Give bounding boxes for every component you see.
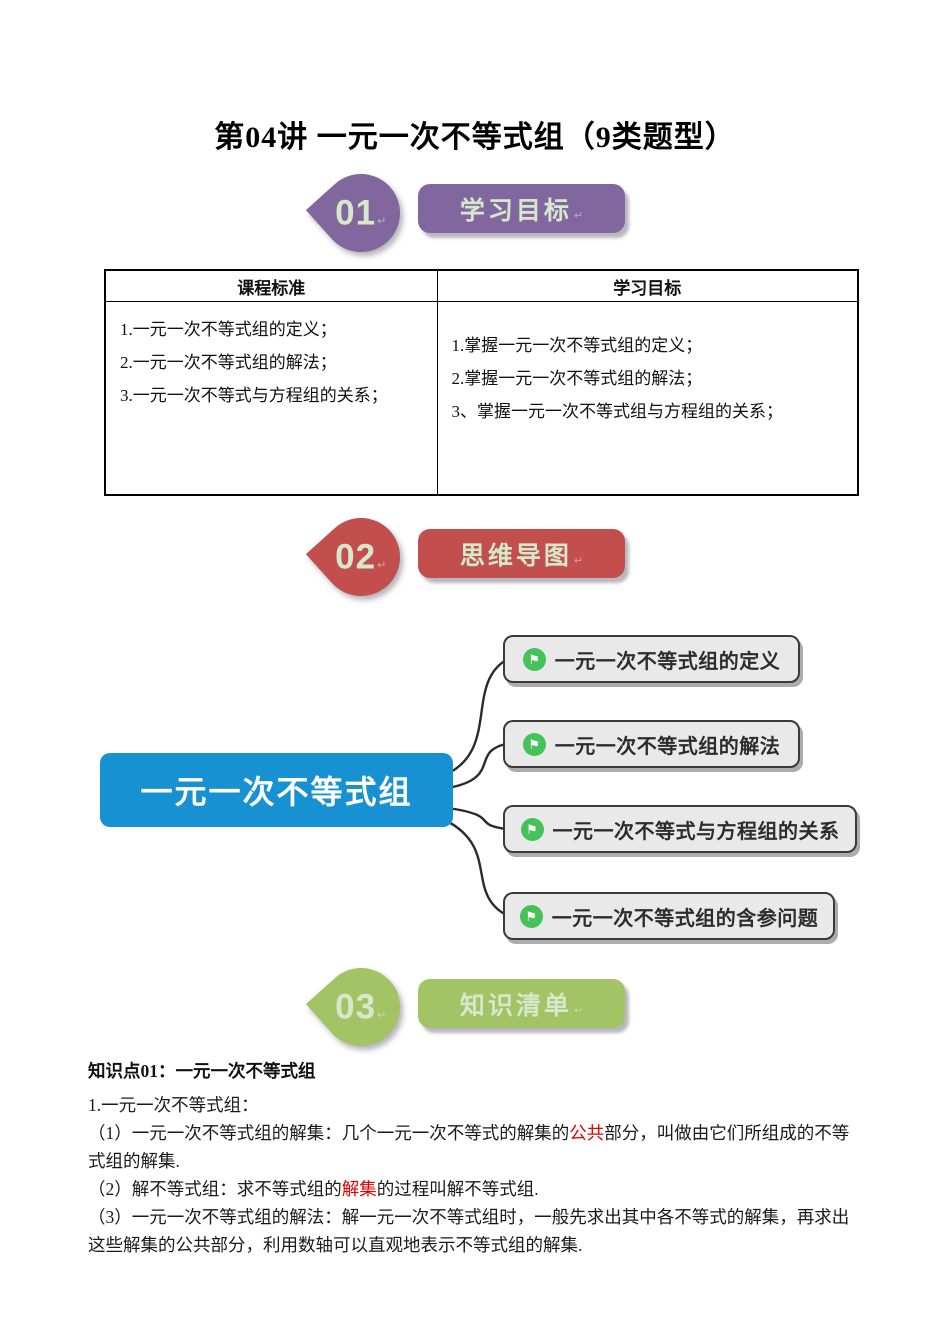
table-item: 3、掌握一元一次不等式组与方程组的关系； (451, 402, 784, 421)
table-item: 1.掌握一元一次不等式组的定义； (451, 336, 703, 355)
mindmap-branch-label: 一元一次不等式组的含参问题 (551, 907, 819, 930)
return-mark: ↵ (573, 210, 584, 222)
section-number-badge: 03 ↵ (305, 951, 417, 1063)
section-title-label: 思维导图 (459, 541, 572, 570)
section-number-badge: 02 ↵ (305, 501, 417, 613)
table-item: 2.掌握一元一次不等式组的解法； (451, 369, 703, 388)
return-mark: ↵ (377, 215, 387, 227)
section-title-pill: 思维导图 ↵ (418, 529, 625, 578)
mindmap-branch-label: 一元一次不等式组的定义 (554, 650, 781, 673)
flag-icon: ⚑ (522, 732, 546, 756)
table-item: 1.一元一次不等式组的定义； (120, 320, 337, 339)
mindmap-branch-label: 一元一次不等式与方程组的关系 (552, 820, 840, 843)
knowledge-paragraph: （3）一元一次不等式组的解法：解一元一次不等式组时，一般先求出其中各不等式的解集… (88, 1203, 864, 1259)
learning-goals-cell: 1.掌握一元一次不等式组的定义； 2.掌握一元一次不等式组的解法； 3、掌握一元一次… (436, 301, 859, 496)
mindmap-branch-node: ⚑ 一元一次不等式组的定义 (503, 635, 800, 683)
table-item: 2.一元一次不等式组的解法； (120, 353, 337, 372)
knowledge-heading: 知识点01：一元一次不等式组 (88, 1061, 316, 1081)
section-number: 02 (335, 537, 377, 576)
return-mark: ↵ (573, 555, 584, 567)
text-segment: （1）一元一次不等式组的解集：几个一元一次不等式的解集的 (88, 1123, 570, 1143)
knowledge-paragraph: （1）一元一次不等式组的解集：几个一元一次不等式的解集的公共部分，叫做由它们所组… (88, 1119, 864, 1175)
knowledge-paragraph: 1.一元一次不等式组： (88, 1091, 864, 1119)
table-header-course-standards: 课程标准 (104, 269, 438, 302)
highlight-text: 公共 (569, 1123, 605, 1143)
flag-icon: ⚑ (519, 904, 543, 928)
mindmap-branch-node: ⚑ 一元一次不等式与方程组的关系 (503, 805, 857, 853)
return-mark: ↵ (377, 1009, 387, 1021)
section-number: 03 (335, 987, 377, 1026)
text-segment: 部分，叫做由它们所组成的不等式组的解集. (88, 1123, 850, 1171)
section-title-pill: 知识清单 ↵ (418, 979, 625, 1028)
section-number-badge: 01 ↵ (305, 157, 417, 269)
flag-icon: ⚑ (520, 817, 544, 841)
mindmap-branch-label: 一元一次不等式组的解法 (554, 735, 781, 758)
section-title-label: 学习目标 (459, 196, 572, 225)
mindmap-connector-lines (443, 658, 508, 917)
course-standards-cell: 1.一元一次不等式组的定义； 2.一元一次不等式组的解法； 3.一元一次不等式与方程… (104, 301, 438, 496)
knowledge-section: 知识点01：一元一次不等式组 1.一元一次不等式组： （1）一元一次不等式组的解集… (88, 1058, 864, 1259)
section-title-label: 知识清单 (459, 991, 572, 1020)
page-title: 第04讲 一元一次不等式组（9类题型） (214, 121, 736, 154)
table-header-learning-goals: 学习目标 (436, 269, 859, 302)
return-mark: ↵ (377, 559, 387, 571)
text-segment: 1.一元一次不等式组： (88, 1095, 259, 1115)
highlight-text: 解集 (341, 1179, 377, 1199)
mindmap-root-label: 一元一次不等式组 (140, 774, 413, 810)
mindmap: 一元一次不等式组 ⚑ 一元一次不等式组的定义 ⚑ 一元一次不等式组的解法 ⚑ 一元一次不等… (0, 620, 950, 960)
text-segment: （2）解不等式组：求不等式组的 (88, 1179, 342, 1199)
table-item: 3.一元一次不等式与方程组的关系； (120, 386, 388, 405)
objectives-table: 课程标准 学习目标 1.一元一次不等式组的定义； 2.一元一次不等式组的解法； 3.… (104, 269, 859, 496)
mindmap-root-node: 一元一次不等式组 (100, 753, 453, 827)
knowledge-paragraph: （2）解不等式组：求不等式组的解集的过程叫解不等式组. (88, 1175, 864, 1203)
flag-icon: ⚑ (522, 647, 546, 671)
mindmap-branch-node: ⚑ 一元一次不等式组的解法 (503, 720, 800, 768)
section-number: 01 (335, 193, 377, 232)
mindmap-branch-node: ⚑ 一元一次不等式组的含参问题 (503, 892, 835, 940)
text-segment: （3）一元一次不等式组的解法：解一元一次不等式组时，一般先求出其中各不等式的解集… (88, 1207, 850, 1255)
text-segment: 的过程叫解不等式组. (376, 1179, 539, 1199)
section-title-pill: 学习目标 ↵ (418, 184, 625, 233)
return-mark: ↵ (573, 1005, 584, 1017)
